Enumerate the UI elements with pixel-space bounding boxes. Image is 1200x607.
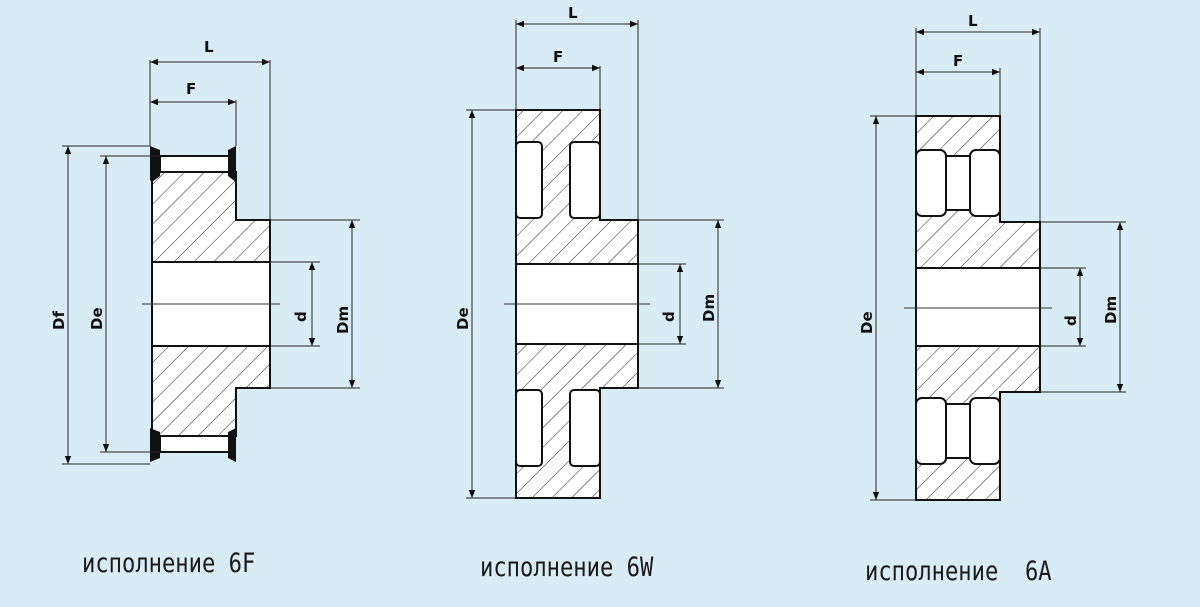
pulley-6w-label-de: De xyxy=(454,307,472,330)
pulley-6f-teeth-bottom xyxy=(159,435,231,453)
pulley-6w-label-d: d xyxy=(660,311,678,322)
pulley-6w-pocket-tl xyxy=(515,141,543,219)
pulley-6f-teeth-top xyxy=(159,155,231,173)
pulley-6a-label-dm: Dm xyxy=(1102,296,1120,324)
pulley-6a-pocket-bl xyxy=(915,397,947,465)
pulley-6a-pocket-tr xyxy=(969,149,1001,217)
caption-6w: исполнение 6W xyxy=(480,552,654,583)
pulley-6a-pocket-tl xyxy=(915,149,947,217)
pulley-6w-label-f: F xyxy=(553,48,563,66)
pulley-6f-label-de: De xyxy=(88,307,106,330)
pulley-6a-label-f: F xyxy=(953,52,963,70)
pulley-6f-label-f: F xyxy=(186,80,196,98)
pulley-6a-web-bottom xyxy=(945,403,971,459)
pulley-6f-drawing: L F Df De d Dm xyxy=(50,38,360,465)
pulley-6a-drawing: L F De d Dm xyxy=(858,12,1126,501)
pulley-6w-label-l: L xyxy=(568,4,578,22)
pulley-6w-pocket-br xyxy=(569,389,601,467)
pulley-6f-lower-section xyxy=(151,345,271,437)
pulley-6f-upper-section xyxy=(151,171,271,263)
pulley-6a-bore xyxy=(915,267,1041,347)
pulley-6w-pocket-bl xyxy=(515,389,543,467)
pulley-6f-label-df: Df xyxy=(50,311,68,330)
caption-6a: исполнение 6A xyxy=(865,556,1052,587)
pulley-6a-web-top xyxy=(945,155,971,211)
pulley-6f-flange-bl xyxy=(150,428,160,462)
pulley-6w-label-dm: Dm xyxy=(700,294,718,322)
pulley-6w-drawing: L F De d Dm xyxy=(454,4,724,499)
pulley-6f-flange-tl xyxy=(150,146,160,182)
pulley-6f-flange-tr xyxy=(228,146,236,182)
pulley-6a-label-d: d xyxy=(1062,315,1080,326)
pulley-6f-label-dm: Dm xyxy=(334,306,352,334)
caption-6f: исполнение 6F xyxy=(82,548,256,579)
pulley-6f-flange-br xyxy=(228,428,236,462)
pulley-6f-label-d: d xyxy=(292,311,310,322)
pulley-6f-label-l: L xyxy=(204,38,214,56)
pulley-6a-label-de: De xyxy=(858,311,876,334)
pulley-6a-pocket-br xyxy=(969,397,1001,465)
pulley-6w-pocket-tr xyxy=(569,141,601,219)
pulley-6a-label-l: L xyxy=(968,12,978,30)
